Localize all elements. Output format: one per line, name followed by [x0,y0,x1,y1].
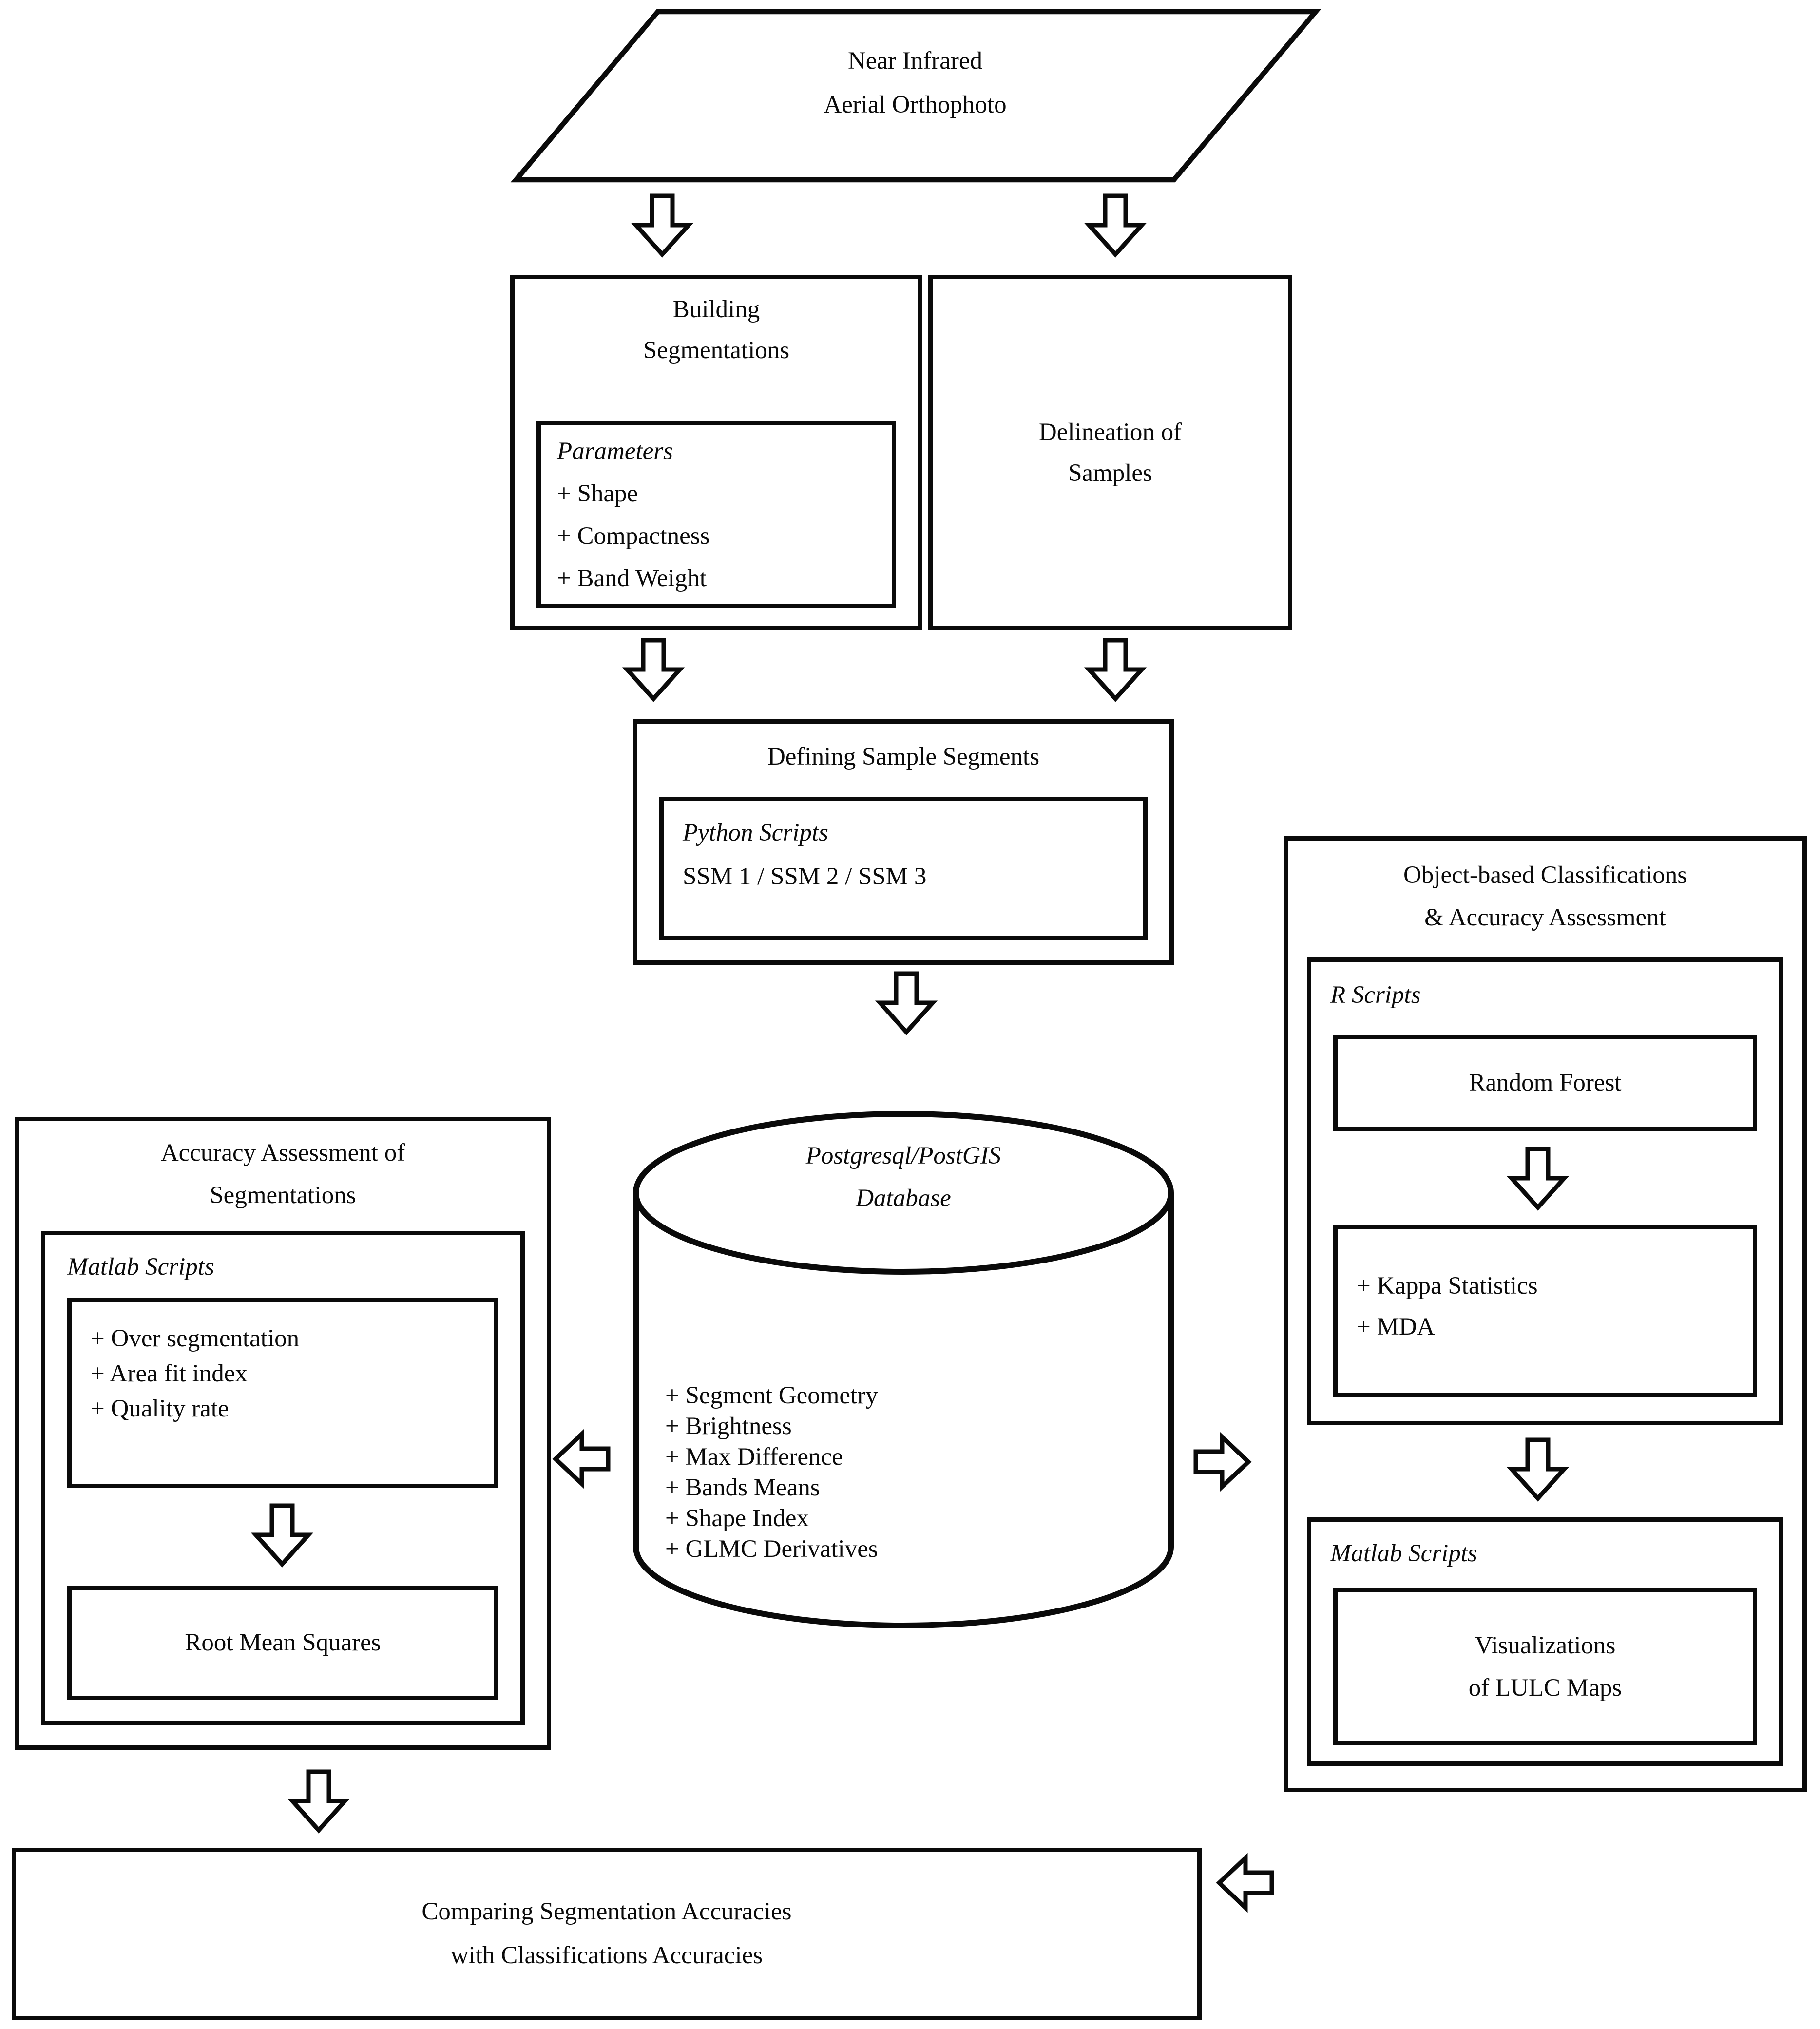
arrow-down-icon [250,1503,314,1568]
orthophoto-line2: Aerial Orthophoto [824,91,1007,118]
building-title-line2: Segmentations [643,336,790,364]
random-forest-label: Random Forest [1469,1069,1622,1096]
parameters-box [536,421,896,608]
parameter-item: + Band Weight [557,564,707,592]
python-scripts-label: Python Scripts [683,819,828,846]
database-attribute: + GLMC Derivatives [665,1535,878,1563]
comparing-line2: with Classifications Accuracies [450,1941,763,1969]
database-attribute: + Brightness [665,1412,792,1440]
defining-sample-segments-title: Defining Sample Segments [767,743,1040,770]
arrow-down-icon [1506,1147,1570,1211]
python-scripts-text: Python Scripts SSM 1 / SSM 2 / SSM 3 [683,811,926,899]
root-mean-squares-label: Root Mean Squares [185,1628,381,1656]
segmentation-metrics-list: + Over segmentation + Area fit index + Q… [91,1321,299,1427]
arrow-right-icon [1193,1432,1252,1492]
lulc-visualizations-box: Visualizations of LULC Maps [1333,1588,1757,1745]
building-title-line1: Building [672,295,760,323]
arrow-down-icon [875,971,938,1035]
lulc-viz-line1: Visualizations [1475,1631,1616,1659]
random-forest-box: Random Forest [1333,1035,1757,1131]
segmentation-metrics-box [67,1298,498,1488]
classification-title: Object-based Classifications & Accuracy … [1284,854,1807,938]
orthophoto-parallelogram [510,9,1322,183]
classification-title-line1: Object-based Classifications [1403,861,1687,889]
comparing-accuracies-box: Comparing Segmentation Accuracies with C… [12,1848,1202,2020]
orthophoto-line1: Near Infrared [847,47,982,75]
delineation-of-samples-box: Delineation of Samples [928,275,1292,630]
classification-metric: + MDA [1357,1313,1435,1340]
comparing-line1: Comparing Segmentation Accuracies [421,1897,792,1925]
classification-title-line2: & Accuracy Assessment [1424,903,1666,931]
parameters-label: Parameters [557,437,673,465]
database-title-line2: Database [856,1184,951,1212]
kappa-statistics-box [1333,1225,1757,1397]
lulc-viz-line2: of LULC Maps [1468,1674,1622,1702]
arrow-down-icon [622,638,685,702]
database-attribute: + Bands Means [665,1474,820,1501]
segmentation-accuracy-title-line1: Accuracy Assessment of [160,1139,405,1167]
classification-metrics-list: + Kappa Statistics + MDA [1357,1266,1538,1348]
r-scripts-label: R Scripts [1330,981,1421,1009]
segmentation-metric: + Quality rate [91,1395,229,1422]
building-segmentations-title: Building Segmentations [510,289,922,371]
database-title-line1: Postgresql/PostGIS [805,1142,1001,1169]
parameters-list: Parameters + Shape + Compactness + Band … [557,430,710,599]
arrow-left-icon [1216,1853,1274,1913]
python-scripts-box [659,797,1148,940]
delineation-line2: Samples [1068,458,1152,486]
ssm-scripts: SSM 1 / SSM 2 / SSM 3 [683,862,927,890]
arrow-down-icon [1506,1437,1570,1502]
database-title: Postgresql/PostGIS Database [652,1134,1155,1219]
database-attributes-list: + Segment Geometry + Brightness + Max Di… [665,1380,878,1564]
database-cylinder [633,1111,1174,1628]
database-attribute: + Segment Geometry [665,1381,878,1409]
parameter-item: + Shape [557,479,638,507]
arrow-down-icon [631,193,694,258]
segmentation-metric: + Over segmentation [91,1324,300,1352]
classification-metric: + Kappa Statistics [1357,1272,1538,1300]
segmentation-accuracy-title-line2: Segmentations [210,1181,356,1209]
database-attribute: + Max Difference [665,1443,843,1471]
root-mean-squares-box: Root Mean Squares [67,1586,498,1700]
database-attribute: + Shape Index [665,1504,809,1532]
delineation-line1: Delineation of [1038,417,1182,445]
arrow-down-icon [1084,193,1147,258]
arrow-down-icon [1084,638,1147,702]
matlab-scripts-label-left: Matlab Scripts [67,1253,214,1281]
parameter-item: + Compactness [557,522,710,550]
segmentation-metric: + Area fit index [91,1359,248,1387]
orthophoto-label: Near Infrared Aerial Orthophoto [594,39,1237,127]
arrow-left-icon [552,1429,611,1489]
arrow-down-icon [287,1769,350,1834]
matlab-scripts-label-right: Matlab Scripts [1330,1539,1477,1567]
segmentation-accuracy-title: Accuracy Assessment of Segmentations [15,1131,551,1216]
